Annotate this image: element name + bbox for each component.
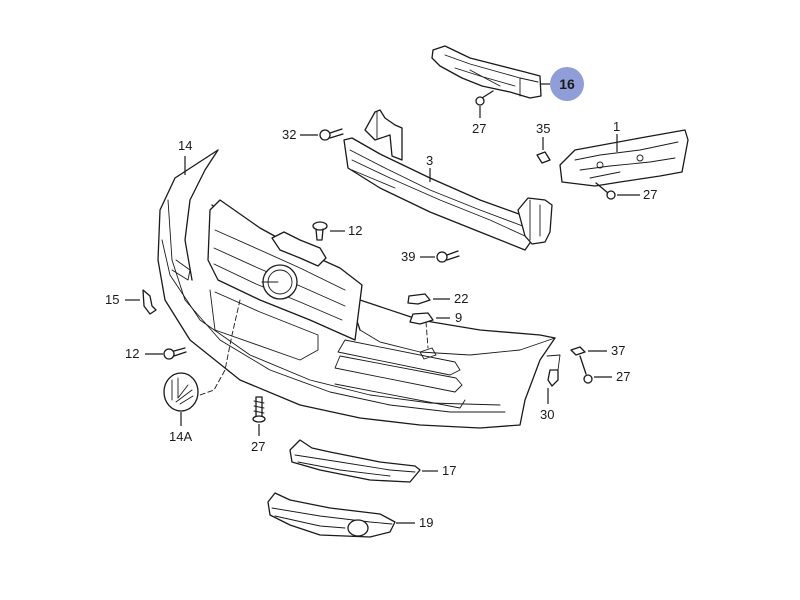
part-35-clip[interactable]: [536, 151, 551, 164]
callout-30[interactable]: 30: [540, 407, 555, 422]
part-30-retainer[interactable]: [546, 354, 561, 387]
callout-14a[interactable]: 14A: [169, 429, 193, 444]
callout-27-a[interactable]: 27: [472, 121, 487, 136]
part-27-screw-a[interactable]: [475, 90, 494, 106]
callout-39[interactable]: 39: [401, 249, 416, 264]
callout-27-c[interactable]: 27: [616, 369, 631, 384]
part-1-bumper-bracket[interactable]: [559, 129, 689, 187]
part-22-cover-cap[interactable]: [407, 293, 431, 305]
callout-37[interactable]: 37: [611, 343, 626, 358]
part-3-reinforcement-beam[interactable]: [343, 109, 553, 251]
callout-12-a[interactable]: 12: [348, 223, 363, 238]
part-16-upper-bracket[interactable]: [431, 45, 542, 99]
callout-9[interactable]: 9: [455, 310, 463, 325]
part-12-rivet-b[interactable]: [163, 347, 187, 360]
part-27-screw-c[interactable]: [579, 355, 593, 384]
part-37-clip[interactable]: [570, 346, 586, 356]
callout-22[interactable]: 22: [454, 291, 469, 306]
part-17-lower-grille[interactable]: [289, 439, 421, 483]
part-9-tow-hook-cover[interactable]: [409, 312, 434, 325]
part-39-bolt[interactable]: [436, 250, 460, 263]
callout-3[interactable]: 3: [426, 153, 434, 168]
callout-label: 16: [559, 76, 575, 92]
part-27-screw-d[interactable]: [252, 396, 266, 423]
callout-1[interactable]: 1: [613, 119, 621, 134]
part-27-screw-b[interactable]: [595, 182, 616, 200]
part-19-foglamp-grille[interactable]: [267, 492, 396, 538]
callout-12-b[interactable]: 12: [125, 346, 140, 361]
callout-19[interactable]: 19: [419, 515, 434, 530]
callout-27-b[interactable]: 27: [643, 187, 658, 202]
callout-14[interactable]: 14: [178, 138, 193, 153]
callout-27-d[interactable]: 27: [251, 439, 266, 454]
part-14a-emblem[interactable]: [163, 372, 199, 412]
callout-15[interactable]: 15: [105, 292, 120, 307]
part-14-bumper-cover[interactable]: [157, 149, 556, 429]
part-12-rivet-a[interactable]: [312, 221, 328, 241]
callout-16-highlight[interactable]: 16: [550, 67, 584, 101]
callout-17[interactable]: 17: [442, 463, 457, 478]
callout-32[interactable]: 32: [282, 127, 297, 142]
part-32-bolt[interactable]: [319, 128, 344, 141]
part-15-clip[interactable]: [142, 289, 157, 315]
callout-35[interactable]: 35: [536, 121, 551, 136]
